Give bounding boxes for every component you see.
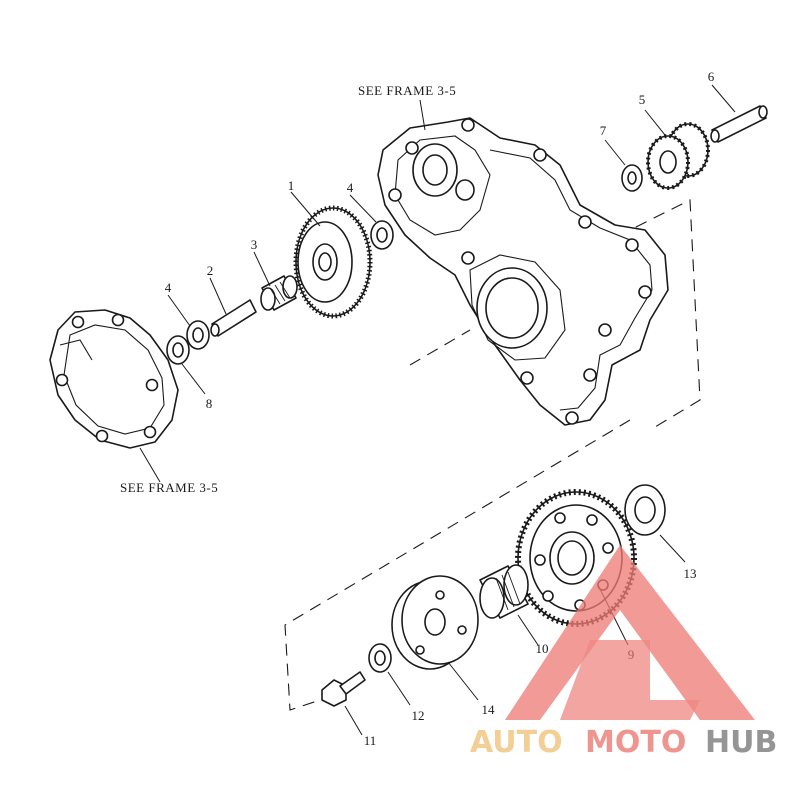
crankcase-cover: [377, 117, 669, 426]
idler-shaft: [210, 299, 257, 337]
watermark-triangle-icon: [505, 545, 755, 720]
washer-7: [621, 164, 643, 192]
dashed-guide-upper: [409, 199, 701, 431]
callout-14: 14: [482, 702, 496, 717]
callout-11: 11: [364, 733, 377, 748]
washer-lower: [186, 320, 210, 350]
watermark-text-auto: AUTO: [470, 725, 563, 760]
callout-7: 7: [600, 123, 607, 138]
watermark-text-moto: MOTO: [585, 725, 686, 760]
side-cover: [49, 309, 179, 449]
callout-10: 10: [536, 641, 549, 656]
reference-label-left: SEE FRAME 3-5: [120, 480, 218, 495]
watermark-text-hub: HUB: [705, 725, 777, 760]
callout-4-lower: 4: [165, 280, 172, 295]
washer-8: [166, 335, 190, 365]
idler-gear: [293, 205, 373, 319]
needle-bearing: [260, 275, 298, 311]
callout-3: 3: [251, 237, 258, 252]
dashed-guide-lower: [284, 419, 631, 711]
starter-drive-gear: [646, 122, 710, 190]
clutch-needle-bearing: [479, 564, 529, 619]
reference-label-top: SEE FRAME 3-5: [358, 83, 456, 98]
flange-bolt: [321, 671, 366, 707]
washer-upper: [370, 220, 394, 250]
callout-1: 1: [288, 178, 295, 193]
watermark-logo: AUTO MOTO HUB: [470, 545, 777, 760]
callout-2: 2: [207, 263, 214, 278]
starter-gear-shaft: [710, 105, 768, 143]
starter-clutch-body: [391, 575, 479, 670]
callout-8: 8: [206, 396, 213, 411]
callout-5: 5: [639, 92, 646, 107]
callout-12: 12: [412, 708, 425, 723]
washer-13: [624, 484, 666, 536]
washer-12: [368, 643, 392, 673]
callout-6: 6: [708, 69, 715, 84]
callout-4-upper: 4: [347, 180, 354, 195]
callout-13: 13: [684, 566, 697, 581]
